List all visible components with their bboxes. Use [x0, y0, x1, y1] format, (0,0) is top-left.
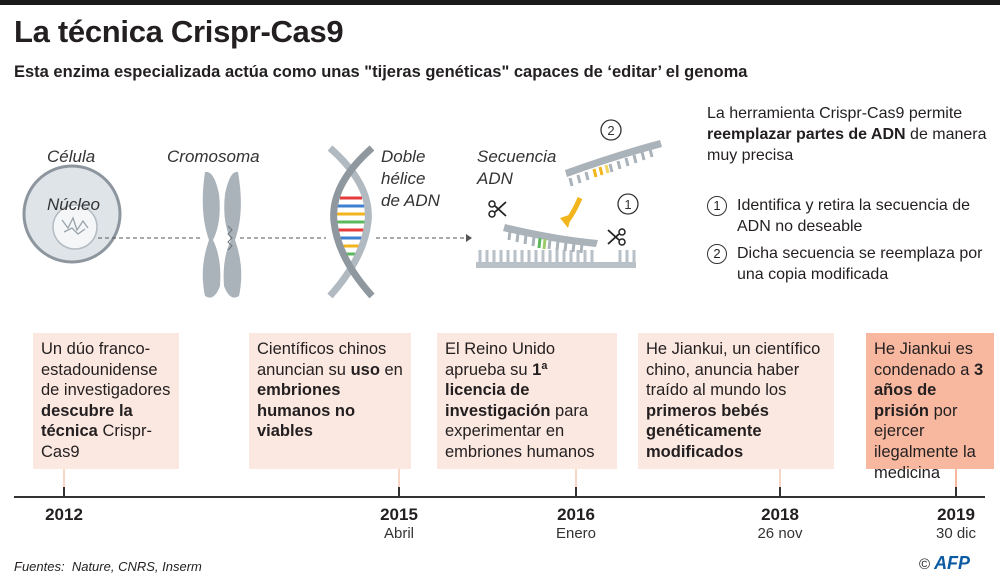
- card-text: Científicos chinos anuncian su: [257, 340, 387, 379]
- nucleus-icon: [52, 204, 98, 250]
- year-2016: 2016: [557, 505, 595, 524]
- timeline-card-2015: Científicos chinos anuncian su uso en em…: [249, 333, 411, 469]
- step-2-number: 2: [707, 244, 727, 264]
- step-2-text: Dicha secuencia se reemplaza por una cop…: [737, 245, 983, 283]
- year-2015: 2015: [380, 505, 418, 524]
- card-text: He Jiankui, un científico chino, anuncia…: [646, 340, 821, 400]
- year-2018: 2018: [761, 505, 799, 524]
- chromosome-icon: [202, 171, 242, 298]
- date-2015: Abril: [383, 525, 414, 542]
- timeline-stem: [575, 469, 577, 496]
- label-secuencia-adn: Secuencia ADN: [477, 147, 557, 188]
- card-text: en: [379, 360, 403, 379]
- step-2: 2 Dicha secuencia se reemplaza por una c…: [707, 243, 997, 285]
- page-subtitle: Esta enzima especializada actúa como una…: [14, 63, 748, 81]
- marker-2-icon: [600, 119, 622, 141]
- marker-2-label: 2: [607, 123, 614, 138]
- card-text: para experimentar en embriones humanos: [445, 401, 595, 461]
- timeline-card-2012: Un dúo franco-estadounidense de investig…: [33, 333, 179, 469]
- timeline-stem: [779, 469, 781, 496]
- date-2019: 30 dic: [935, 525, 977, 542]
- label-celula: Célula: [47, 147, 96, 166]
- card-text: por ejercer ilegalmente la medicina: [874, 401, 976, 482]
- dna-helix-icon: [327, 145, 375, 299]
- crispr-illustration: 2 1: [22, 119, 662, 299]
- scissors-icon: [488, 200, 507, 218]
- explanation-text: La herramienta Crispr-Cas9 permite reemp…: [707, 105, 987, 164]
- step-1: 1 Identifica y retira la secuencia de AD…: [707, 195, 997, 237]
- step-1-number: 1: [707, 196, 727, 216]
- timeline-stem: [955, 469, 957, 496]
- label-nucleo: Núcleo: [47, 195, 100, 214]
- label-cromosoma: Cromosoma: [167, 147, 260, 166]
- dna-sequence-icon: [476, 140, 662, 268]
- scissors-icon: [607, 228, 626, 246]
- card-text: embriones humanos no viables: [257, 381, 356, 441]
- afp-logo: ©AFP: [919, 553, 971, 573]
- card-text: descubre la técnica: [41, 401, 133, 441]
- marker-1-icon: [617, 193, 639, 215]
- timeline-card-2018: He Jiankui, un científico chino, anuncia…: [638, 333, 834, 469]
- sources-note: Fuentes: Nature, CNRS, Inserm: [14, 559, 202, 574]
- timeline-stem: [398, 469, 400, 496]
- top-bar: [0, 0, 1000, 5]
- card-text: uso: [350, 360, 380, 379]
- card-text: El Reino Unido aprueba su: [445, 340, 556, 379]
- timeline-card-2016: El Reino Unido aprueba su 1ª licencia de…: [437, 333, 617, 469]
- card-text: Crispr-Cas9: [41, 422, 152, 461]
- year-2012: 2012: [45, 505, 83, 524]
- timeline-tick: [63, 487, 65, 498]
- card-text: 1ª licencia de investigación: [445, 360, 551, 420]
- label-doble-helice: Doble hélice de ADN: [381, 147, 440, 210]
- date-2018: 26 nov: [757, 525, 803, 542]
- timeline-tick: [575, 487, 577, 498]
- card-text: 3 años de prisión: [874, 360, 984, 420]
- card-text: Un dúo franco-estadounidense de investig…: [41, 340, 171, 400]
- timeline-tick: [955, 487, 957, 498]
- marker-1-label: 1: [624, 197, 631, 212]
- year-2019: 2019: [937, 505, 975, 524]
- step-1-text: Identifica y retira la secuencia de ADN …: [737, 197, 971, 235]
- timeline-card-2019: He Jiankui es condenado a 3 años de pris…: [866, 333, 994, 482]
- timeline-axis: [14, 496, 985, 498]
- timeline-stem: [63, 469, 65, 496]
- timeline-tick: [779, 487, 781, 498]
- timeline-tick: [398, 487, 400, 498]
- card-text: He Jiankui es condenado a: [874, 340, 975, 379]
- date-2016: Enero: [555, 525, 597, 542]
- card-text: primeros bebés genéticamente modificados: [646, 401, 769, 461]
- page-title: La técnica Crispr-Cas9: [14, 14, 344, 49]
